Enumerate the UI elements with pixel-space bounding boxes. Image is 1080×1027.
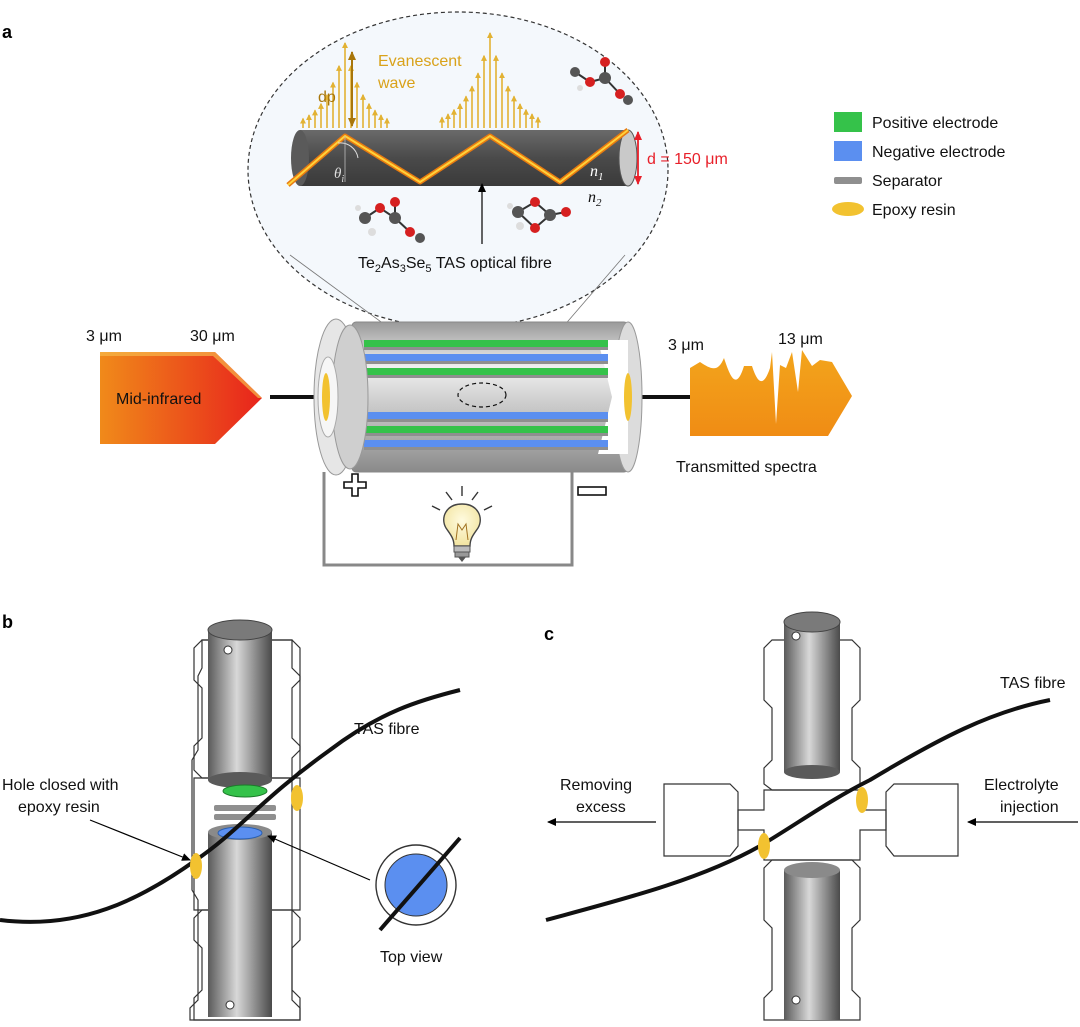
removing-label-line1: Removing xyxy=(560,777,632,794)
n2-label: n2 xyxy=(588,189,602,209)
minus-terminal-icon xyxy=(577,486,607,496)
tas-fibre-b xyxy=(0,688,461,924)
optical-fibre-label: Te2As3Se5 TAS optical fibre xyxy=(358,255,552,275)
mid-infrared-label: Mid-infrared xyxy=(116,391,201,408)
evanescent-label-line2: wave xyxy=(377,75,415,92)
molecule-bottom-right xyxy=(507,197,571,233)
legend-item-3: Epoxy resin xyxy=(832,202,956,219)
bottom-plunger-c xyxy=(784,862,840,1020)
diameter-label: d = 150 μm xyxy=(647,151,728,168)
zoom-region-marker xyxy=(457,382,507,408)
legend-label-3: Epoxy resin xyxy=(872,202,956,219)
output-range-end: 13 μm xyxy=(778,331,823,348)
input-range-end: 30 μm xyxy=(190,328,235,345)
theta-label: θi xyxy=(334,166,344,185)
epoxy-seal-c-right xyxy=(856,787,868,813)
panel-label-c: c xyxy=(544,624,554,644)
hole-label-line2: epoxy resin xyxy=(18,799,100,816)
legend-swatch-3 xyxy=(832,202,864,216)
dp-label: dp xyxy=(318,89,336,106)
molecule-top-right xyxy=(570,57,633,105)
legend-item-1: Negative electrode xyxy=(834,141,1006,161)
input-range-start: 3 μm xyxy=(86,328,122,345)
tas-fibre-label-c: TAS fibre xyxy=(1000,675,1066,692)
legend-swatch-1 xyxy=(834,141,862,161)
legend-item-0: Positive electrode xyxy=(834,112,998,132)
plus-terminal-icon xyxy=(343,473,367,497)
legend-label-0: Positive electrode xyxy=(872,115,998,132)
n1-label: n1 xyxy=(590,163,604,183)
battery-cell xyxy=(313,318,643,476)
top-plunger-b xyxy=(207,619,273,788)
transmitted-spectra-arrow xyxy=(690,350,852,436)
separator-disc-2 xyxy=(214,814,276,820)
legend-label-1: Negative electrode xyxy=(872,144,1006,161)
light-bulb-icon xyxy=(431,486,493,562)
injection-label-line1: Electrolyte xyxy=(984,777,1059,794)
tas-fibre-label-b: TAS fibre xyxy=(354,721,420,738)
top-view-pointer-arrow xyxy=(267,835,371,881)
epoxy-seal-left xyxy=(190,853,202,879)
legend-label-2: Separator xyxy=(872,173,943,190)
tas-fibre-c xyxy=(545,698,1051,922)
panel-label-b: b xyxy=(2,612,13,632)
external-circuit xyxy=(322,472,574,567)
injection-label-line2: injection xyxy=(1000,799,1059,816)
output-range-start: 3 μm xyxy=(668,337,704,354)
legend-swatch-2 xyxy=(834,177,862,184)
removing-label-line2: excess xyxy=(576,799,626,816)
top-plunger-c xyxy=(783,611,841,779)
top-view-label: Top view xyxy=(380,949,443,966)
transmitted-spectra-label: Transmitted spectra xyxy=(676,459,817,476)
positive-electrode-disc xyxy=(222,784,268,798)
molecule-bottom-left xyxy=(355,197,425,243)
epoxy-seal-right xyxy=(291,785,303,811)
inset-optical-fibre xyxy=(286,128,638,187)
top-view-diagram xyxy=(375,836,462,932)
hole-label-line1: Hole closed with xyxy=(2,777,119,794)
bottom-plunger-b xyxy=(208,824,272,1017)
legend-swatch-0 xyxy=(834,112,862,132)
mid-infrared-arrow xyxy=(100,352,262,444)
legend-item-2: Separator xyxy=(834,173,943,190)
separator-disc-1 xyxy=(214,805,276,811)
panel-label-a: a xyxy=(2,22,13,42)
evanescent-label-line1: Evanescent xyxy=(378,53,462,70)
hole-pointer-arrow xyxy=(89,819,191,861)
epoxy-seal-c-left xyxy=(758,833,770,859)
